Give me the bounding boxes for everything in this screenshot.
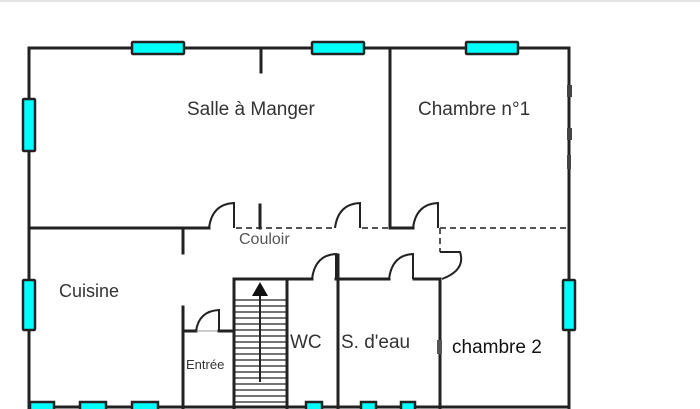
staircase	[234, 282, 287, 403]
doors	[195, 201, 463, 332]
room-label-chambre-1: Chambre n°1	[418, 99, 531, 120]
top-border	[0, 0, 700, 2]
interior-walls	[27, 46, 569, 409]
room-label-chambre-2: chambre 2	[452, 337, 542, 358]
room-label-entree: Entrée	[186, 357, 225, 372]
room-label-couloir: Couloir	[239, 231, 290, 248]
windows	[21, 40, 577, 409]
wall-marks	[437, 85, 572, 354]
room-label-wc: WC	[290, 332, 322, 353]
room-label-salle-a-manger: Salle à Manger	[187, 99, 315, 120]
stair-arrow-icon	[252, 282, 268, 296]
room-label-salle-d-eau: S. d'eau	[341, 332, 411, 353]
room-label-cuisine: Cuisine	[59, 281, 120, 301]
